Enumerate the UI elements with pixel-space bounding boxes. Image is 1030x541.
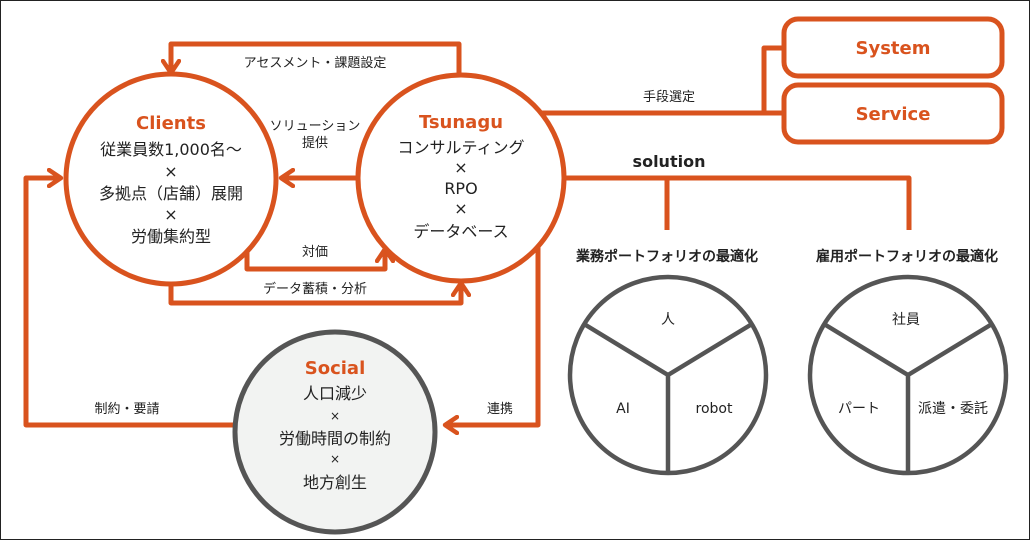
social-line: × — [330, 452, 340, 466]
edge-solution — [561, 175, 912, 230]
service-label: Service — [856, 104, 931, 125]
label-payment: 対価 — [302, 245, 328, 260]
portfolio-segment: 派遣・委託 — [918, 401, 988, 417]
label-collab: 連携 — [487, 401, 513, 417]
tsunagu-line: コンサルティング — [397, 138, 524, 157]
tsunagu-title: Tsunagu — [419, 112, 503, 133]
edge-collab — [447, 241, 541, 425]
edge-payment — [244, 242, 385, 272]
label-solution-provide: 提供 — [302, 135, 328, 151]
social-line: 人口減少 — [303, 384, 367, 403]
portfolio-segment: robot — [696, 401, 733, 417]
label-data: データ蓄積・分析 — [263, 281, 367, 297]
tsunagu-line: RPO — [444, 179, 477, 198]
social-line: 地方創生 — [303, 473, 367, 492]
portfolio-segment: パート — [838, 401, 880, 417]
label-constraint: 制約・要請 — [94, 402, 159, 417]
tsunagu-line: × — [454, 158, 467, 177]
service-box — [781, 82, 1005, 145]
label-solution-provide: ソリューション — [270, 119, 361, 134]
clients-title: Clients — [136, 113, 206, 134]
clients-line: 労働集約型 — [131, 227, 211, 246]
portfolio-segment: 人 — [661, 312, 675, 328]
social-line: × — [330, 409, 340, 423]
tsunagu-line: × — [454, 199, 467, 218]
portfolio-pie-employment — [807, 274, 1009, 476]
social-node — [232, 329, 438, 535]
portfolio-title: 雇用ポートフォリオの最適化 — [816, 248, 998, 265]
label-assessment: アセスメント・課題設定 — [244, 55, 387, 71]
social-title: Social — [305, 358, 366, 379]
portfolio-segment: 社員 — [892, 312, 920, 328]
clients-node — [63, 71, 279, 287]
system-box — [781, 16, 1005, 79]
portfolio-pie-business — [567, 274, 769, 476]
edge-constraint — [23, 178, 234, 428]
edge-assessment — [171, 41, 462, 77]
portfolio-segment: AI — [616, 401, 630, 417]
label-solution: solution — [633, 152, 706, 171]
system-label: System — [856, 38, 931, 59]
social-line: 労働時間の制約 — [279, 429, 391, 448]
tsunagu-node — [355, 72, 567, 284]
edge-data — [168, 276, 461, 306]
tsunagu-line: データベース — [413, 222, 508, 241]
clients-line: 従業員数1,000名〜 — [100, 140, 242, 159]
label-means: 手段選定 — [643, 90, 695, 105]
clients-line: × — [164, 162, 177, 181]
clients-line: 多拠点（店舗）展開 — [99, 184, 243, 203]
portfolio-title: 業務ポートフォリオの最適化 — [575, 248, 758, 265]
clients-line: × — [164, 205, 177, 224]
